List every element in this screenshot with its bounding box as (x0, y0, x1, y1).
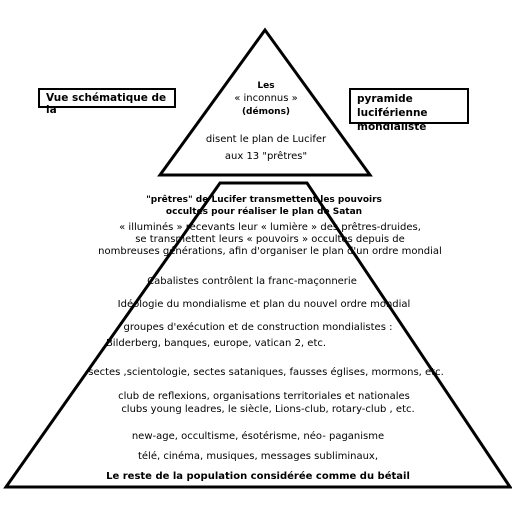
apex-demons: (démons) (241, 107, 291, 117)
right-title-box: pyramide luciférienne mondialiste (349, 88, 469, 133)
level-clubs-line1: club de reflexions, organisations territ… (118, 391, 410, 402)
apex-triangle (157, 27, 373, 177)
right-title-line2: mondialiste (357, 121, 427, 133)
level-priests-line2: occultes pour réaliser le plan de Satan (165, 207, 363, 217)
level-illuminati-line2: se transmettent leurs « pouvoirs » occul… (135, 234, 405, 245)
level-newage: new-age, occultisme, ésotérisme, néo- pa… (131, 431, 385, 442)
level-sects: sectes ,scientologie, sectes sataniques,… (88, 367, 444, 378)
apex-les: Les (257, 81, 275, 91)
level-kabbalists: Cabalistes contrôlent la franc-maçonneri… (147, 276, 357, 287)
apex-inconnus: « inconnus » (234, 93, 298, 104)
level-clubs-line2: clubs young leadres, le siècle, Lions-cl… (121, 404, 415, 415)
lower-trapezoid (3, 181, 512, 489)
level-groups-line1: groupes d'exécution et de construction m… (123, 322, 393, 333)
apex-line2: aux 13 "prêtres" (224, 151, 308, 162)
level-population: Le reste de la population considérée com… (106, 471, 410, 482)
level-illuminati-line1: « illuminés » recevants leur « lumière »… (119, 222, 421, 233)
left-title-box: Vue schématique de la (38, 88, 176, 116)
left-title-text: Vue schématique de la (46, 92, 167, 116)
level-ideology: Idéologie du mondialisme et plan du nouv… (117, 299, 411, 310)
right-title-line1: pyramide luciférienne (357, 93, 428, 119)
level-groups-line2: Bilderberg, banques, europe, vatican 2, … (105, 338, 327, 349)
apex-line1: disent le plan de Lucifer (205, 134, 327, 145)
level-priests-line1: "prêtres" de Lucifer transmettent les po… (146, 195, 382, 205)
level-media: télé, cinéma, musiques, messages sublimi… (137, 451, 379, 462)
level-illuminati-line3: nombreuses générations, afin d'organiser… (98, 246, 442, 257)
